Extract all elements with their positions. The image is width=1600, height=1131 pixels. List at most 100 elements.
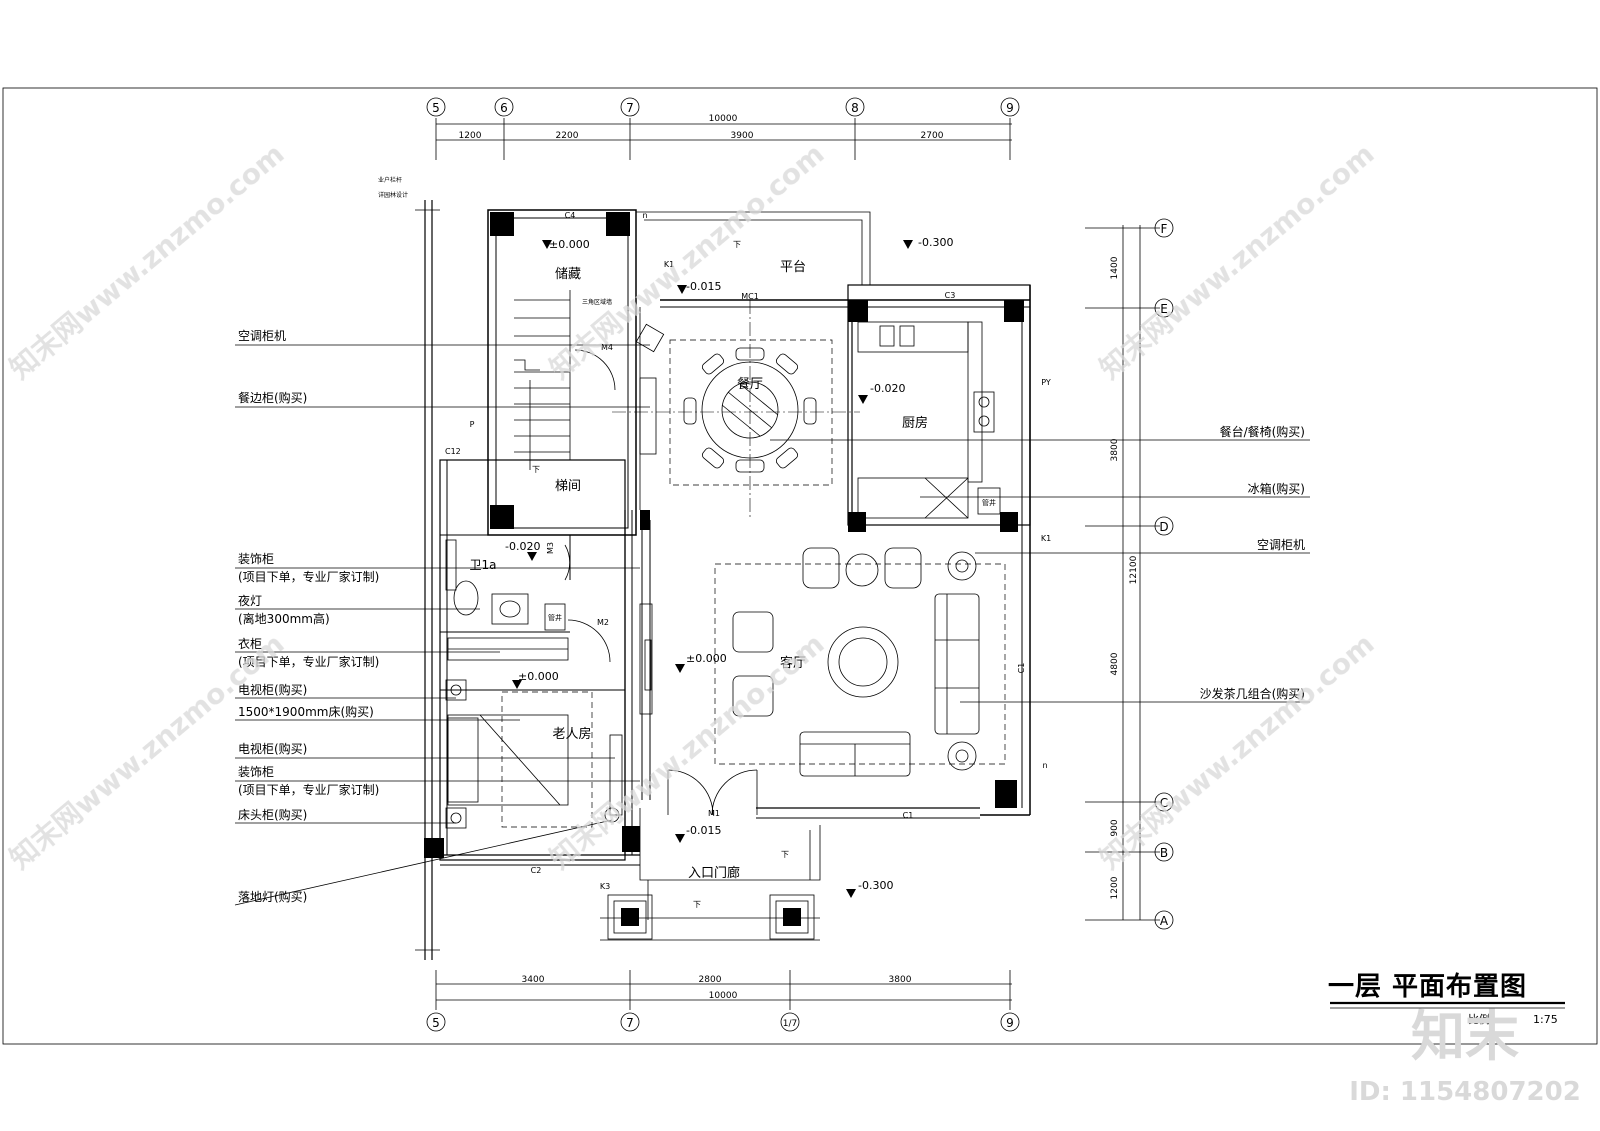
room-entry: 入口门廊 — [688, 865, 740, 881]
brand-watermark: 知末 ID: 1154807202 — [1349, 1005, 1581, 1107]
axis-right-a: A — [1160, 914, 1169, 928]
leader-lines — [234, 344, 1310, 906]
axis-bottom-7: 7 — [626, 1016, 634, 1030]
tag-m4: M4 — [601, 343, 613, 352]
axis-bottom-9: 9 — [1006, 1016, 1014, 1030]
tag-zone-note: 三角区域墙 — [582, 298, 612, 306]
right-dim-2: 3800 — [1110, 438, 1120, 461]
annotation-deco-cabinet-1-note: (项目下单，专业厂家订制) — [238, 569, 379, 584]
level-entry: -0.015 — [686, 824, 721, 837]
bottom-dim-1: 3400 — [522, 975, 545, 985]
level-bath: -0.020 — [505, 540, 540, 553]
left-annotations: 空调柜机 餐边柜(购买) 装饰柜 (项目下单，专业厂家订制) 夜灯 (离地300… — [238, 329, 379, 904]
tag-c3: C3 — [945, 291, 956, 300]
annotation-night-light: 夜灯 — [238, 593, 262, 608]
annotation-deco-cabinet-1: 装饰柜 — [238, 552, 274, 566]
tag-down-1: 下 — [733, 240, 741, 249]
bottom-total-dim: 10000 — [709, 991, 738, 1001]
room-storage: 储藏 — [555, 267, 581, 282]
tag-k3: K3 — [600, 882, 610, 891]
annotation-sideboard: 餐边柜(购买) — [238, 390, 307, 405]
axis-right-d: D — [1159, 520, 1168, 534]
annotation-ac-right: 空调柜机 — [1257, 538, 1305, 552]
right-dim-3: 4800 — [1110, 652, 1120, 675]
tag-n-side: n — [1042, 761, 1047, 770]
annotation-dining-table: 餐台/餐椅(购买) — [1220, 424, 1305, 439]
room-dining: 餐厅 — [737, 376, 763, 392]
level-kitchen: -0.020 — [870, 382, 905, 395]
right-dim-4: 900 — [1110, 819, 1120, 836]
tag-c1-side: C1 — [1017, 663, 1026, 674]
level-storage: ±0.000 — [549, 238, 590, 251]
bedroom-furniture — [445, 539, 623, 829]
annotation-tv-cabinet-1: 电视柜(购买) — [238, 682, 307, 697]
top-dim-2: 2200 — [556, 131, 579, 141]
annotation-deco-cabinet-2-note: (项目下单，专业厂家订制) — [238, 782, 379, 797]
axis-right-f: F — [1161, 222, 1168, 236]
structural-columns — [424, 212, 1024, 858]
level-elder: ±0.000 — [518, 670, 559, 683]
watermark-site-1: 知末网www.znzmo.com — [3, 137, 290, 385]
element-tags: C4 C3 C2 C1 C1 C12 MC1 M1 M2 M3 M4 K1 K1… — [378, 176, 1051, 909]
annotation-tv-cabinet-2: 电视柜(购买) — [238, 741, 307, 756]
tag-c12: C12 — [445, 447, 461, 456]
axis-right-b: B — [1160, 846, 1168, 860]
tag-down-3: 下 — [781, 850, 789, 859]
top-dim-3: 3900 — [731, 131, 754, 141]
top-dim-1: 1200 — [459, 131, 482, 141]
top-dim-4: 2700 — [921, 131, 944, 141]
drawing-frame — [2, 87, 1598, 1045]
stair — [514, 290, 571, 470]
brand-logo-text: 知末 — [1411, 1005, 1519, 1068]
axis-right-e: E — [1160, 302, 1168, 316]
tag-k1-top: K1 — [664, 260, 674, 269]
room-labels: 储藏 平台 餐厅 厨房 梯间 卫1a 客厅 老人房 入口门廊 — [470, 260, 929, 881]
tag-k1-right: K1 — [1041, 534, 1051, 543]
door-swings — [564, 349, 758, 816]
tag-mc1: MC1 — [741, 292, 759, 301]
tag-c4: C4 — [565, 211, 576, 220]
room-living: 客厅 — [780, 655, 806, 671]
right-dim-1: 1400 — [1110, 256, 1120, 279]
axis-right-c: C — [1160, 796, 1168, 810]
tag-shaft-kitchen: 管井 — [982, 498, 996, 507]
right-annotations: 餐台/餐椅(购买) 冰箱(购买) 空调柜机 沙发茶几组合(购买) — [1200, 424, 1305, 701]
annotation-nightstand: 床头柜(购买) — [238, 807, 307, 822]
tag-m2: M2 — [597, 618, 609, 627]
level-living: ±0.000 — [686, 652, 727, 665]
annotation-floor-lamp: 落地灯(购买) — [238, 889, 307, 904]
tag-m1: M1 — [708, 809, 720, 818]
tag-rail-note-2: 详园林设计 — [378, 191, 408, 199]
annotation-wardrobe: 衣柜 — [238, 636, 262, 651]
axis-top-9: 9 — [1006, 101, 1014, 115]
scale-value: 1:75 — [1533, 1013, 1558, 1026]
bottom-dim-3: 3800 — [889, 975, 912, 985]
annotation-wardrobe-note: (项目下单，专业厂家订制) — [238, 654, 379, 669]
annotation-deco-cabinet-2: 装饰柜 — [238, 765, 274, 779]
axis-bottom-1-7: 1/7 — [783, 1019, 797, 1029]
annotation-bed: 1500*1900mm床(购买) — [238, 704, 374, 719]
top-grid-dimensions: 10000 1200 2200 3900 2700 5 6 7 8 9 — [426, 97, 1020, 160]
room-kitchen: 厨房 — [902, 415, 928, 431]
living-furniture — [639, 547, 1006, 777]
tag-p: P — [470, 420, 475, 429]
top-total-dim: 10000 — [709, 114, 738, 124]
bottom-grid-dimensions: 3400 2800 3800 10000 5 7 1/7 9 — [426, 970, 1020, 1032]
right-grid-dimensions: 1400 3800 4800 900 1200 12100 F E D C B … — [1085, 218, 1174, 930]
axis-top-8: 8 — [851, 101, 859, 115]
tag-m3: M3 — [546, 542, 555, 554]
bottom-dim-2: 2800 — [699, 975, 722, 985]
annotation-sofa-set: 沙发茶几组合(购买) — [1200, 686, 1305, 701]
level-k1: -0.015 — [686, 280, 721, 293]
level-outside: -0.300 — [858, 879, 893, 892]
room-terrace: 平台 — [780, 260, 806, 275]
axis-top-6: 6 — [500, 101, 508, 115]
room-bath: 卫1a — [470, 558, 497, 572]
dining-set — [612, 300, 860, 520]
tag-shaft-bath: 管井 — [548, 613, 562, 622]
annotation-fridge: 冰箱(购买) — [1248, 481, 1305, 496]
axis-top-5: 5 — [432, 101, 440, 115]
tag-py: PY — [1041, 378, 1051, 387]
image-id: ID: 1154807202 — [1349, 1077, 1581, 1107]
